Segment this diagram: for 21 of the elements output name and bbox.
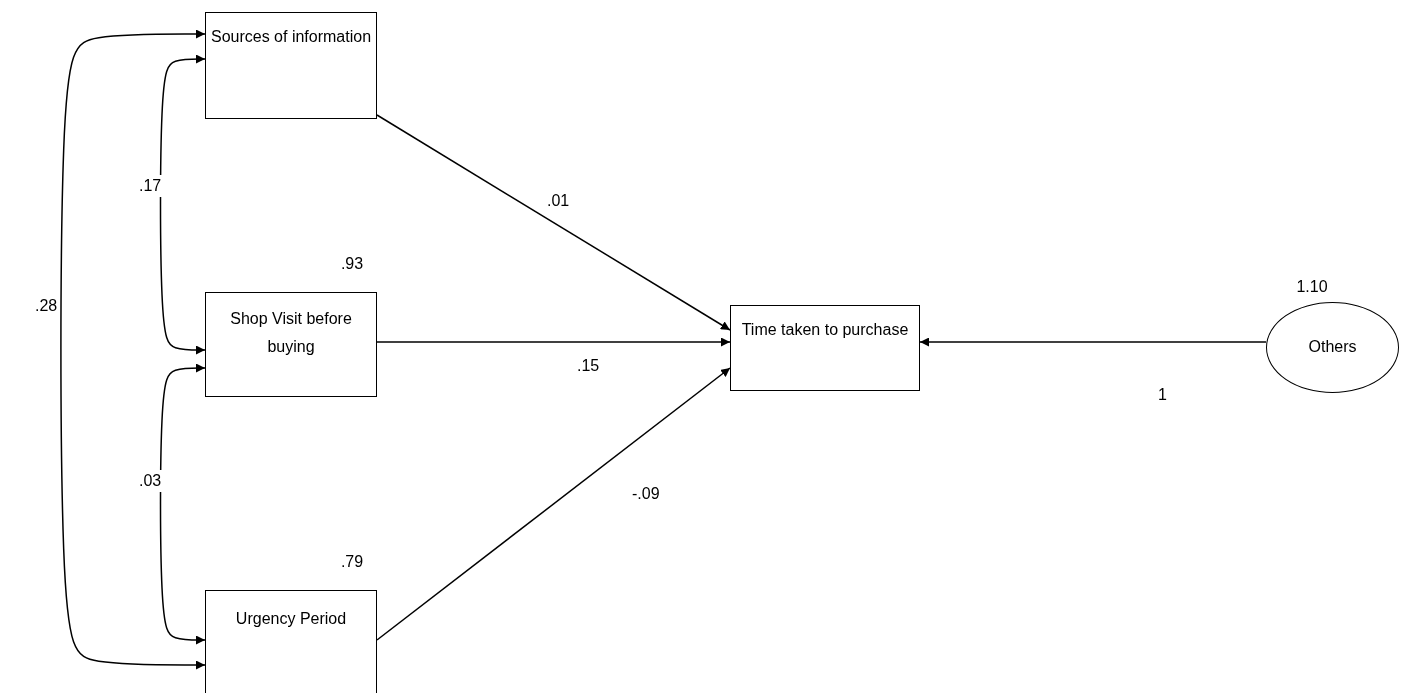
path-arrow	[60, 29, 206, 670]
variable-box	[205, 12, 377, 119]
variance-label: 1.10	[1296, 277, 1328, 297]
path-arrow	[159, 54, 206, 355]
edge-label: .17	[137, 175, 164, 197]
node-label: Time taken to purchase	[740, 320, 910, 340]
path-arrow	[376, 114, 731, 331]
path-arrow	[376, 337, 731, 347]
path-arrow	[376, 367, 731, 641]
variable-box	[205, 590, 377, 693]
variable-box	[730, 305, 920, 391]
node-label: Shop Visit before buying	[229, 309, 353, 357]
variable-box	[205, 292, 377, 397]
path-arrow	[159, 363, 206, 645]
variance-label: .93	[340, 254, 364, 274]
node-label: Others	[1307, 337, 1358, 357]
node-label: Urgency Period	[234, 609, 348, 629]
variance-label: .79	[340, 552, 364, 572]
node-label: Sources of information	[209, 27, 373, 47]
edge-label: .03	[137, 470, 164, 492]
path-arrow	[919, 337, 1267, 347]
